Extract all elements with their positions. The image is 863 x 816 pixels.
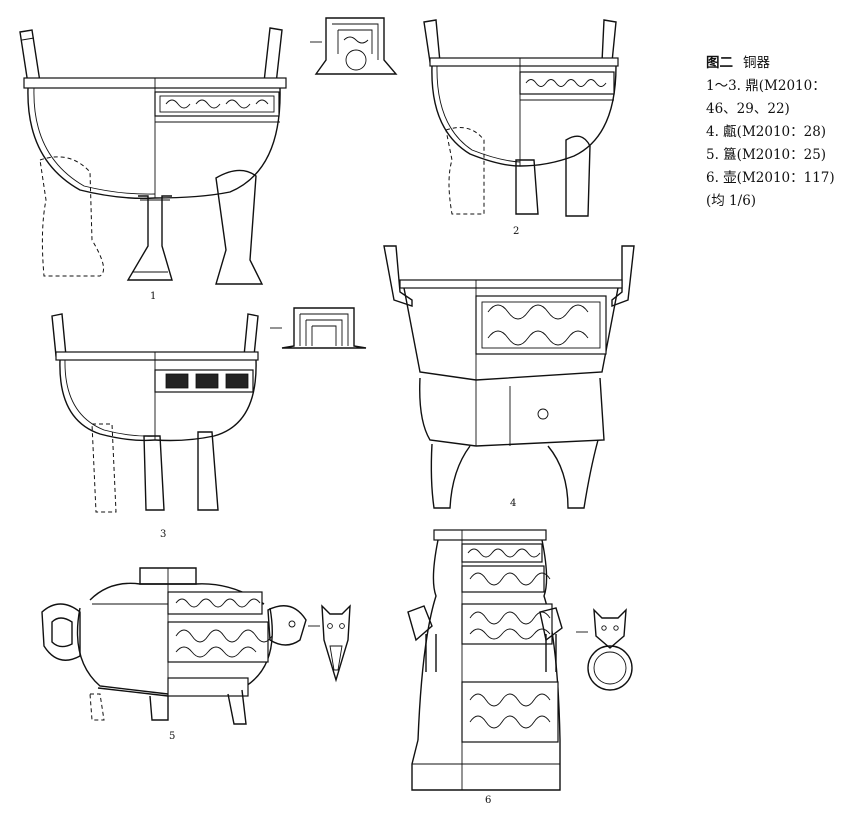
label-1: 1: [150, 291, 157, 302]
handle-detail-5: [308, 604, 351, 683]
caption-line: 5. 簋(M2010：25): [706, 147, 827, 163]
label-4: 4: [510, 498, 517, 509]
caption-line: 4. 甗(M2010：28): [706, 124, 827, 140]
caption-line: 46、29、22): [706, 101, 790, 117]
vessel-4-yan: [383, 245, 635, 509]
caption-title: 图二铜器: [706, 52, 856, 75]
handle-detail-3: [270, 307, 367, 349]
label-2: 2: [513, 226, 520, 237]
ring-detail-6: [576, 608, 633, 691]
vessel-1-ding: [19, 27, 287, 285]
caption-figure-number: 图二: [706, 55, 733, 71]
vessel-3-ding: [51, 313, 259, 513]
figure-caption: 图二铜器 1～3. 鼎(M2010： 46、29、22) 4. 甗(M2010：…: [706, 52, 856, 213]
label-5: 5: [169, 731, 176, 742]
vessel-5-gui: [41, 567, 307, 725]
vessel-2-ding: [423, 19, 619, 217]
vessel-6-hu: [407, 529, 563, 791]
caption-line: 1～3. 鼎(M2010：: [706, 78, 826, 94]
label-3: 3: [160, 529, 167, 540]
caption-subject: 铜器: [743, 55, 770, 71]
caption-line: (均 1/6): [706, 193, 757, 209]
label-6: 6: [485, 795, 492, 806]
handle-detail-1: [310, 17, 398, 75]
caption-line: 6. 壶(M2010：117): [706, 170, 835, 186]
